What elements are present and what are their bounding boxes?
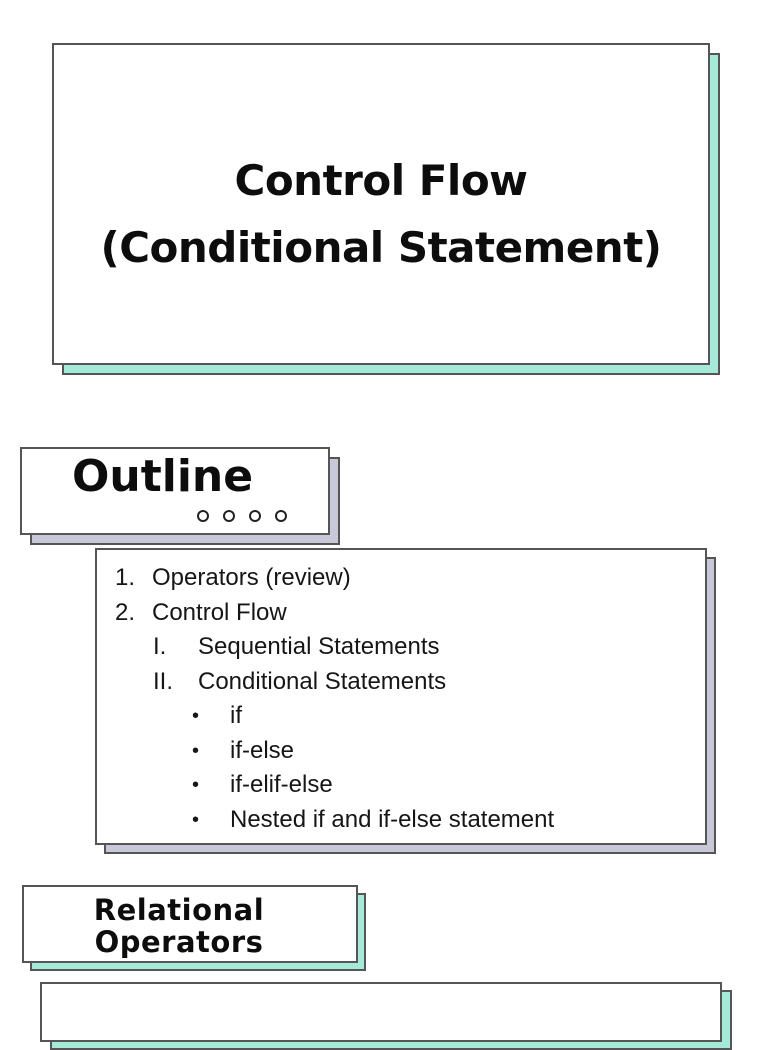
list-marker: 1.	[115, 564, 136, 591]
decorative-circle	[249, 510, 261, 522]
decorative-circle	[223, 510, 235, 522]
list-item: 2. Control Flow	[97, 596, 705, 631]
relational-header-box: Relational Operators	[22, 885, 358, 963]
pdf-slide-page: { "colors": { "teal_shadow": "#a5ead9", …	[20, 43, 732, 1050]
decorative-circle	[275, 510, 287, 522]
bullet-marker: •	[192, 739, 200, 762]
decorative-circle	[197, 510, 209, 522]
list-item: II. Conditional Statements	[97, 665, 705, 700]
list-item: • Nested if and if-else statement	[97, 803, 705, 838]
list-item: 1. Operators (review)	[97, 561, 705, 596]
bullet-marker: •	[192, 774, 200, 796]
list-item-text: if	[230, 702, 242, 729]
list-item-text: Sequential Statements	[198, 633, 440, 660]
outline-content-box: 1. Operators (review) 2. Control Flow I.…	[95, 548, 707, 845]
list-marker: 2.	[115, 598, 136, 626]
list-item-text: if-elif-else	[230, 771, 333, 798]
list-marker: I.	[153, 633, 167, 660]
list-item: • if-else	[97, 734, 705, 769]
title-slide: Control Flow (Conditional Statement)	[52, 43, 710, 365]
list-item: • if	[97, 699, 705, 734]
slide-title-line1: Control Flow	[234, 156, 528, 205]
list-item: • if-elif-else	[97, 768, 705, 803]
list-item-text: Nested if and if-else statement	[230, 805, 555, 833]
outline-list: 1. Operators (review) 2. Control Flow I.…	[97, 561, 705, 837]
bottom-box	[40, 982, 722, 1042]
list-marker: II.	[153, 667, 174, 695]
relational-heading-line1: Relational	[93, 893, 265, 927]
bullet-marker: •	[192, 808, 200, 831]
slide-title-line2: (Conditional Statement)	[100, 223, 662, 272]
list-item-text: Conditional Statements	[198, 667, 447, 695]
relational-heading: Relational Operators	[24, 894, 334, 958]
outline-heading: Outline	[72, 451, 254, 502]
decorative-circle-row	[197, 510, 301, 522]
bullet-marker: •	[192, 705, 200, 727]
relational-heading-line2: Operators	[94, 925, 264, 959]
list-item-text: Control Flow	[152, 598, 287, 626]
list-item: I. Sequential Statements	[97, 630, 705, 665]
list-item-text: Operators (review)	[152, 564, 351, 591]
list-item-text: if-else	[230, 736, 295, 764]
slide-title: Control Flow (Conditional Statement)	[54, 147, 708, 281]
